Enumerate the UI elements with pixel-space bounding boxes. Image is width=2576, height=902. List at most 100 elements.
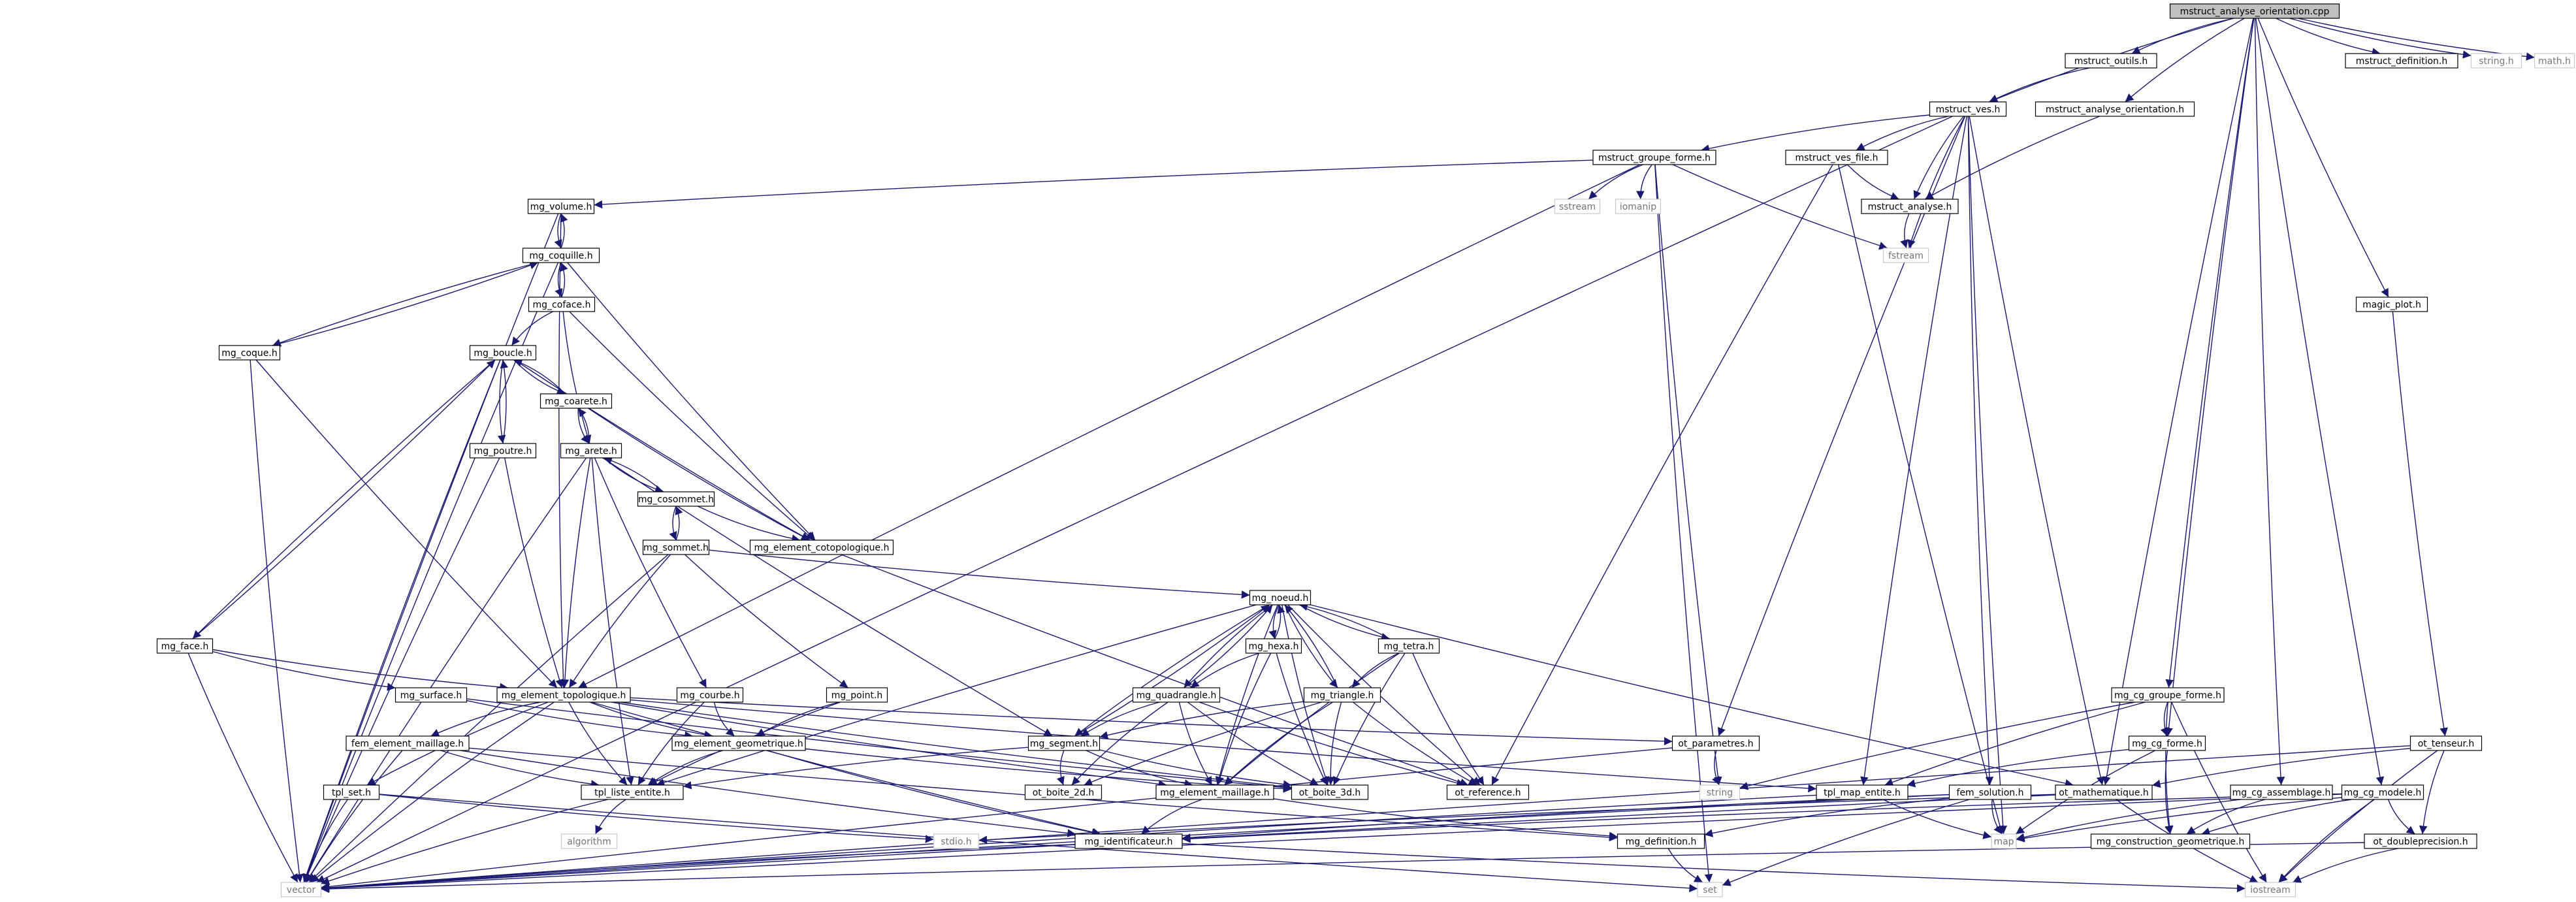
edge-ot_doubleprecision-to-iostream <box>2292 848 2398 883</box>
node-mg_face[interactable]: mg_face.h <box>156 638 214 654</box>
node-mg_element_maillage[interactable]: mg_element_maillage.h <box>1155 784 1274 800</box>
node-mg_cg_forme[interactable]: mg_cg_forme.h <box>2128 735 2206 751</box>
node-box <box>1592 150 1716 165</box>
node-mg_volume[interactable]: mg_volume.h <box>527 199 595 214</box>
edge-tpl_set-to-vector <box>303 799 348 883</box>
edge-mg_cg_modele-to-iostream <box>2278 799 2375 883</box>
node-box <box>1816 784 1908 800</box>
node-sstream: sstream <box>1554 199 1601 214</box>
node-mg_tetra[interactable]: mg_tetra.h <box>1377 638 1440 654</box>
node-box <box>1291 784 1369 800</box>
edge-mg_arete-to-mg_coarete <box>577 408 590 444</box>
edge-mg_quadrangle-to-ot_boite_2d <box>1071 701 1168 786</box>
node-mg_definition[interactable]: mg_definition.h <box>1617 833 1705 849</box>
node-mg_element_topo[interactable]: mg_element_topologique.h <box>496 687 631 703</box>
node-mg_cosommet[interactable]: mg_cosommet.h <box>637 491 715 507</box>
edge-mg_segment-to-ot_boite_2d <box>1056 750 1065 786</box>
edge-mg_noeud-to-tpl_liste_entite <box>656 604 1257 787</box>
node-label: mg_courbe.h <box>680 690 739 701</box>
node-magic_plot[interactable]: magic_plot.h <box>2355 297 2428 312</box>
node-root[interactable]: mstruct_analyse_orientation.cpp <box>2169 3 2340 19</box>
node-label: fstream <box>1888 251 1924 261</box>
edge-mg_identificateur-to-iostream <box>1182 843 2246 893</box>
node-label: string.h <box>2479 56 2514 67</box>
node-mg_surface[interactable]: mg_surface.h <box>394 687 468 703</box>
node-label: iostream <box>2250 885 2291 895</box>
node-string: string <box>1699 784 1741 800</box>
edge-mg_boucle-to-mg_poutre <box>497 359 506 444</box>
node-ot_doubleprecision[interactable]: ot_doubleprecision.h <box>2364 833 2477 849</box>
node-mg_poutre[interactable]: mg_poutre.h <box>469 443 537 459</box>
edge-mg_triangle-to-ot_reference <box>1353 701 1477 786</box>
node-mg_noeud[interactable]: mg_noeud.h <box>1249 590 1312 605</box>
node-mg_point[interactable]: mg_point.h <box>826 687 888 703</box>
node-vector: vector <box>280 882 322 897</box>
node-box <box>2364 833 2477 849</box>
node-tpl_set[interactable]: tpl_set.h <box>323 784 380 800</box>
node-tpl_map_entite[interactable]: tpl_map_entite.h <box>1816 784 1908 800</box>
node-box <box>218 345 281 361</box>
node-outils[interactable]: mstruct_outils.h <box>2065 53 2157 69</box>
node-mg_hexa[interactable]: mg_hexa.h <box>1245 638 1302 654</box>
node-fstream: fstream <box>1882 248 1929 263</box>
node-box <box>1929 101 2007 117</box>
edge-fem_solution-to-map <box>1991 799 2003 835</box>
node-mg_boucle[interactable]: mg_boucle.h <box>469 345 537 361</box>
node-analyse_or_h[interactable]: mstruct_analyse_orientation.h <box>2035 101 2195 117</box>
edge-mg_cg_groupe_forme-to-string <box>1739 701 2135 790</box>
edge-mg_element_topo-to-vector <box>310 701 555 883</box>
edge-mg_arete-to-tpl_liste_entite <box>591 457 634 786</box>
node-fem_element_maillage[interactable]: fem_element_maillage.h <box>346 735 470 751</box>
node-mg_cg_groupe_forme[interactable]: mg_cg_groupe_forme.h <box>2111 687 2225 703</box>
node-ot_tenseur[interactable]: ot_tenseur.h <box>2409 735 2483 751</box>
node-box <box>1554 199 1601 214</box>
node-box <box>528 297 596 312</box>
node-box <box>2111 687 2225 703</box>
edge-fem_solution-to-set <box>1722 799 1970 886</box>
node-mg_arete[interactable]: mg_arete.h <box>560 443 622 459</box>
node-label: mstruct_ves_file.h <box>1795 153 1878 163</box>
node-box <box>527 199 595 214</box>
node-ves[interactable]: mstruct_ves.h <box>1929 101 2007 117</box>
node-ot_boite_3d[interactable]: ot_boite_3d.h <box>1291 784 1369 800</box>
edge-analyse_or_h-to-mstruct_analyse <box>1924 116 2101 200</box>
node-ves_file[interactable]: mstruct_ves_file.h <box>1785 150 1888 165</box>
node-mg_sommet[interactable]: mg_sommet.h <box>642 540 710 555</box>
node-label: mstruct_analyse.h <box>1868 202 1952 212</box>
node-mg_segment[interactable]: mg_segment.h <box>1027 735 1101 751</box>
node-ot_parametres[interactable]: ot_parametres.h <box>1671 735 1760 751</box>
node-mg_quadrangle[interactable]: mg_quadrangle.h <box>1132 687 1221 703</box>
edge-mg_cg_modele-to-map <box>2016 797 2342 843</box>
node-label: tpl_set.h <box>332 788 371 798</box>
edge-root-to-ot_mathematique <box>2102 18 2254 786</box>
edge-mg_courbe-to-tpl_liste_entite <box>637 701 705 786</box>
node-ot_mathematique[interactable]: ot_mathematique.h <box>2055 784 2153 800</box>
node-mg_triangle[interactable]: mg_triangle.h <box>1303 687 1381 703</box>
node-mg_cg_modele[interactable]: mg_cg_modele.h <box>2341 784 2424 800</box>
node-mg_element_geo[interactable]: mg_element_geometrique.h <box>671 735 806 751</box>
node-ot_boite_2d[interactable]: ot_boite_2d.h <box>1024 784 1103 800</box>
edge-ot_tenseur-to-ot_doubleprecision <box>2419 750 2445 835</box>
node-mg_identificateur[interactable]: mg_identificateur.h <box>1074 833 1183 849</box>
node-box <box>2409 735 2483 751</box>
node-mg_coque[interactable]: mg_coque.h <box>218 345 281 361</box>
node-label: mg_volume.h <box>530 202 592 212</box>
node-label: mstruct_ves.h <box>1936 105 2001 115</box>
node-ot_reference[interactable]: ot_reference.h <box>1446 784 1530 800</box>
node-fem_solution[interactable]: fem_solution.h <box>1948 784 2032 800</box>
node-mg_coquille[interactable]: mg_coquille.h <box>522 248 600 263</box>
node-groupe_forme[interactable]: mstruct_groupe_forme.h <box>1592 150 1716 165</box>
node-mg_courbe[interactable]: mg_courbe.h <box>676 687 744 703</box>
node-tpl_liste_entite[interactable]: tpl_liste_entite.h <box>581 784 684 800</box>
node-mg_cg_assemblage[interactable]: mg_cg_assemblage.h <box>2230 784 2333 800</box>
node-mstruct_analyse[interactable]: mstruct_analyse.h <box>1861 199 1959 214</box>
node-definition_mstruct[interactable]: mstruct_definition.h <box>2345 53 2458 69</box>
edge-mg_quadrangle-to-mg_segment <box>1080 701 1160 737</box>
edge-mg_quadrangle-to-mg_element_maillage <box>1178 701 1213 786</box>
node-mg_element_cotopo[interactable]: mg_element_cotopologique.h <box>749 540 894 555</box>
node-mg_coface[interactable]: mg_coface.h <box>528 297 596 312</box>
node-mg_construction_geo[interactable]: mg_construction_geometrique.h <box>2090 833 2251 849</box>
edge-root-to-stringh <box>2289 18 2471 59</box>
node-mg_coarete[interactable]: mg_coarete.h <box>539 393 613 409</box>
node-label: mg_cg_forme.h <box>2132 739 2202 749</box>
